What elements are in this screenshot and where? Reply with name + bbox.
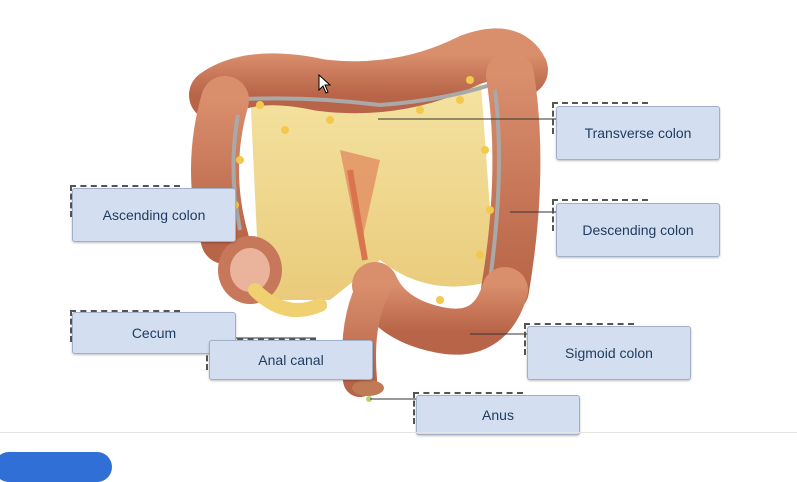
- labeling-exercise: Transverse colon Ascending colon Descend…: [0, 28, 797, 482]
- target-frame-descending: [552, 199, 648, 231]
- target-frame-anus: [413, 392, 523, 424]
- target-frame-cecum: [70, 310, 180, 342]
- label-cecum[interactable]: Cecum: [72, 312, 236, 354]
- large-intestine-illustration: [189, 28, 556, 402]
- target-frame-transverse: [552, 102, 648, 134]
- target-frame-anal-canal: [206, 338, 316, 370]
- submit-button[interactable]: [0, 452, 112, 482]
- label-transverse-colon[interactable]: Transverse colon: [556, 106, 720, 160]
- label-anus[interactable]: Anus: [416, 395, 580, 435]
- mouse-cursor-icon: [318, 74, 332, 94]
- footer-divider: [0, 432, 797, 433]
- label-ascending-colon[interactable]: Ascending colon: [72, 188, 236, 242]
- target-frame-sigmoid: [524, 323, 634, 355]
- label-anal-canal[interactable]: Anal canal: [209, 340, 373, 380]
- label-descending-colon[interactable]: Descending colon: [556, 203, 720, 257]
- label-sigmoid-colon[interactable]: Sigmoid colon: [527, 326, 691, 380]
- target-frame-ascending: [70, 185, 180, 217]
